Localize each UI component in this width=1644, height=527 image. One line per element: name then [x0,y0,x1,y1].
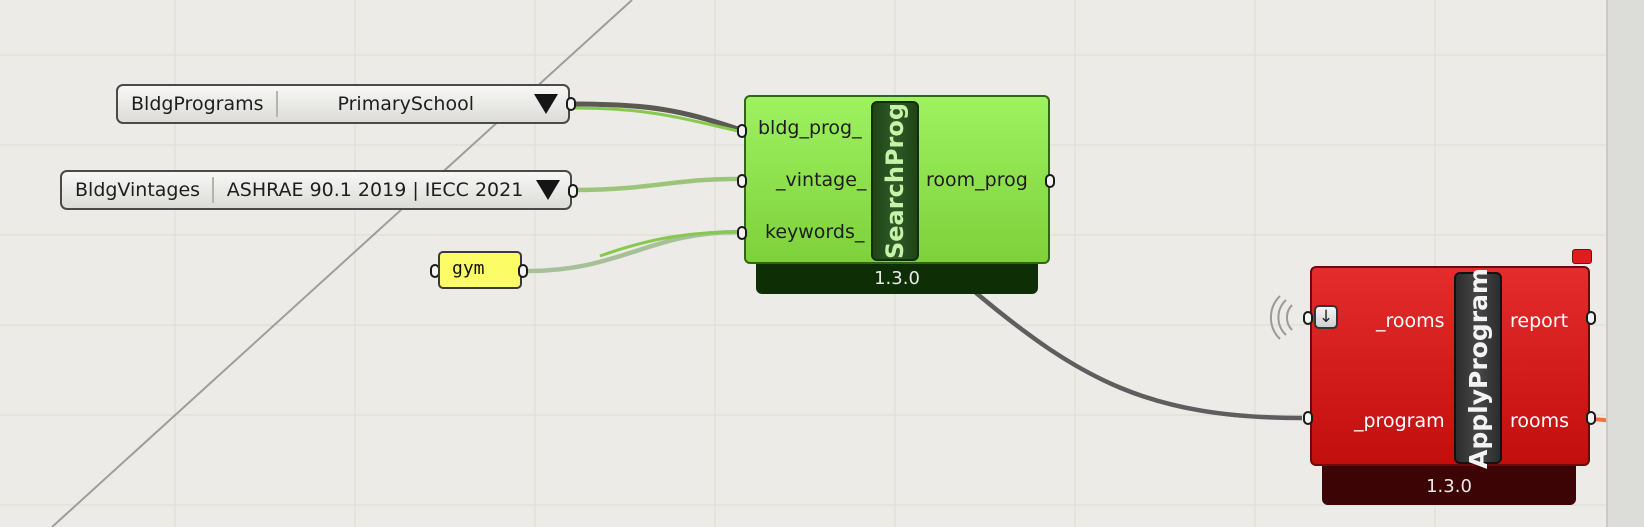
wire-panel-to-keywords-highlight [599,230,739,258]
input-port-vintage[interactable] [737,174,747,188]
output-port-bldg-vintages[interactable] [568,184,578,198]
output-port-report[interactable] [1586,311,1596,325]
input-label-rooms: _rooms [1376,310,1445,332]
component-version-footer: 1.3.0 [1322,465,1576,505]
value-list-bldg-vintages[interactable]: BldgVintages ASHRAE 90.1 2019 | IECC 202… [60,170,572,210]
search-prog-component[interactable]: bldg_prog_ _vintage_ keywords_ SearchPro… [744,95,1050,264]
nickname-text: ApplyProgram [1463,267,1493,469]
wire-programs-to-bldg-prog-highlight [571,106,739,133]
value-list-name: BldgPrograms [118,91,278,117]
apply-program-component[interactable]: _rooms _program ApplyProgram report room… [1310,266,1590,468]
nickname-text: SearchProg [881,103,909,259]
wire-panel-to-keywords[interactable] [527,229,739,274]
input-label-vintage: _vintage_ [776,169,867,191]
output-label-rooms: rooms [1510,410,1570,432]
component-nickname[interactable]: SearchProg [871,101,919,261]
output-label-report: report [1510,310,1569,332]
diagonal-guide-line [51,0,633,527]
value-list-selected: ASHRAE 90.1 2019 | IECC 2021 [226,179,524,201]
wire-programs-to-bldg-prog[interactable] [571,101,739,132]
version-label: 1.3.0 [874,268,920,289]
input-label-program: _program [1354,410,1445,432]
output-port-rooms[interactable] [1586,411,1596,425]
input-port-rooms[interactable] [1303,311,1313,325]
dropdown-arrow-icon[interactable] [534,94,558,114]
output-port-panel[interactable] [518,264,528,278]
canvas-edge-panel [1606,0,1644,527]
dropdown-arrow-icon[interactable] [536,180,560,200]
input-port-bldg-prog[interactable] [737,124,747,138]
value-list-name: BldgVintages [62,177,215,203]
input-label-bldg-prog: bldg_prog_ [758,117,862,139]
text-panel[interactable]: gym [438,251,522,289]
wire-vintages-to-vintage[interactable] [575,176,739,193]
value-list-selected: PrimarySchool [337,93,475,115]
input-port-keywords[interactable] [737,226,747,240]
wire-room-prog-to-program[interactable] [973,290,1303,421]
warning-flag-icon[interactable] [1572,249,1592,264]
output-port-room-prog[interactable] [1045,174,1055,188]
wireless-signal-icon [1270,295,1293,340]
output-label-room-prog: room_prog [926,169,1028,191]
component-nickname[interactable]: ApplyProgram [1454,268,1502,468]
input-port-program[interactable] [1303,411,1313,425]
component-version-footer: 1.3.0 [756,262,1038,294]
download-arrow-icon[interactable]: ↓ [1314,305,1338,329]
panel-text: gym [452,258,485,279]
value-list-bldg-programs[interactable]: BldgPrograms PrimarySchool [116,84,570,124]
input-label-keywords: keywords_ [765,221,865,243]
output-port-bldg-programs[interactable] [566,97,576,111]
version-label: 1.3.0 [1426,476,1472,497]
